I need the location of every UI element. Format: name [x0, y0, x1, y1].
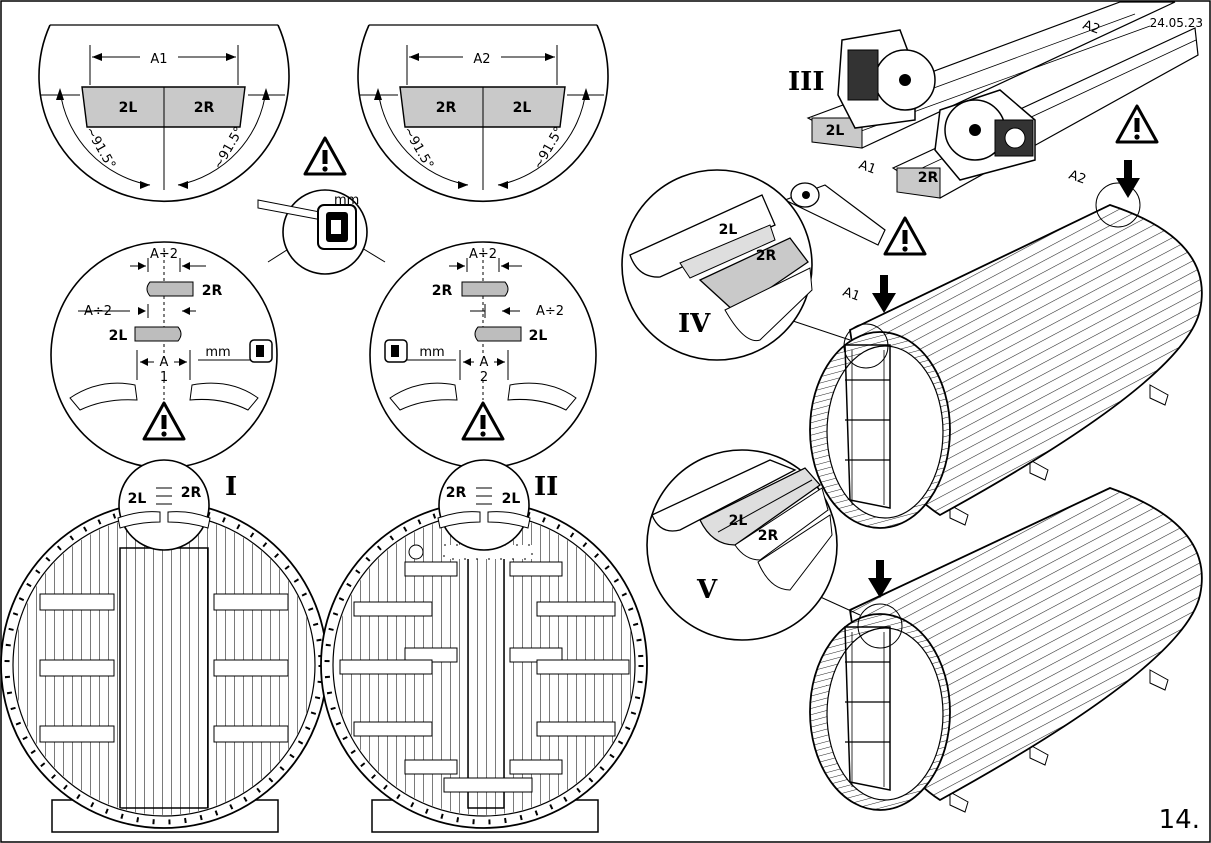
joint-zoom-circle	[118, 459, 210, 551]
warning-icon	[303, 136, 347, 176]
board-label-2l: 2L	[128, 491, 147, 507]
step-4-joint-detail: 2L 2R IV	[621, 169, 851, 361]
board-label-2r: 2R	[756, 248, 777, 264]
a1-subscript: 1	[160, 370, 168, 385]
a2-label: A2	[473, 52, 490, 67]
a2-label: A	[480, 355, 489, 370]
tape-measure-icon	[257, 199, 357, 250]
step-number-5: V	[696, 575, 718, 605]
board-label-2l: 2L	[502, 491, 521, 507]
document-date: 24.05.23	[1150, 16, 1203, 30]
step-number-4: IV	[678, 309, 711, 339]
a1-angle-detail: A1 2L 2R ~91.5° ~91.5°	[38, 24, 290, 203]
board-label-2l: 2L	[729, 513, 748, 529]
a2-label: A2	[1081, 18, 1102, 38]
a2-subscript: 2	[480, 370, 488, 385]
board-label-2r: 2R	[181, 485, 202, 501]
warning-icon	[883, 216, 927, 256]
board-label-2r: 2R	[202, 283, 223, 299]
joint-zoom-circle	[438, 459, 530, 551]
step-5-joint-detail: 2L 2R V	[646, 449, 861, 641]
half-measure-label: A÷2	[469, 247, 497, 262]
half-measure-label: A÷2	[536, 304, 564, 319]
a1-label: A1	[857, 158, 878, 178]
barrel-end-wall-step-1: 2L 2R I	[0, 459, 328, 833]
board-label-2l: 2L	[109, 328, 128, 344]
barrel-sauna-body-step-4: A2 A1	[809, 160, 1203, 529]
board-label-2r: 2R	[194, 100, 215, 116]
a1-label: A	[160, 355, 169, 370]
half-measure-label: A÷2	[150, 247, 178, 262]
board-label-2l: 2L	[719, 222, 738, 238]
board-label-2r: 2R	[432, 283, 453, 299]
a1-label: A1	[150, 52, 167, 67]
page-number: 14.	[1159, 805, 1200, 835]
step-number-3: III	[788, 67, 825, 97]
tape-measure-detail: mm	[257, 136, 386, 275]
step-number-1: I	[225, 472, 237, 502]
board-label-2l: 2L	[513, 100, 532, 116]
a1-label: A1	[841, 285, 862, 305]
barrel-end-wall-step-2: 2R 2L II	[320, 459, 648, 833]
warning-icon	[1115, 104, 1159, 144]
a2-label: A2	[1067, 168, 1088, 188]
step-1-measure-detail: A÷2 2R A÷2 2L A 1 mm	[50, 241, 278, 469]
circular-saw-icon	[837, 29, 936, 129]
board-label-2r: 2R	[446, 485, 467, 501]
down-arrow-icon	[1116, 160, 1140, 198]
step-number-2: II	[534, 472, 558, 502]
board-label-2l: 2L	[119, 100, 138, 116]
board-label-2r: 2R	[758, 528, 779, 544]
board-label-2l: 2L	[826, 123, 845, 139]
board-label-2l: 2L	[529, 328, 548, 344]
mm-label: mm	[419, 345, 444, 360]
wood-plug-icon	[783, 182, 886, 246]
half-measure-label: A÷2	[84, 304, 112, 319]
board-label-2r: 2R	[436, 100, 457, 116]
mm-label: mm	[205, 345, 230, 360]
step-2-measure-detail: A÷2 2R A÷2 2L A 2 mm	[369, 241, 597, 469]
mm-label: mm	[334, 193, 359, 208]
down-arrow-icon	[868, 560, 892, 598]
down-arrow-icon	[872, 275, 896, 313]
a2-angle-detail: A2 2R 2L ~91.5° ~91.5°	[357, 24, 609, 203]
step-3-saw-cutting-detail: 2L 2R III A2 A1	[788, 1, 1199, 199]
board-label-2r: 2R	[918, 170, 939, 186]
circular-saw-icon	[934, 89, 1036, 181]
barrel-sauna-body-step-5	[809, 487, 1203, 813]
